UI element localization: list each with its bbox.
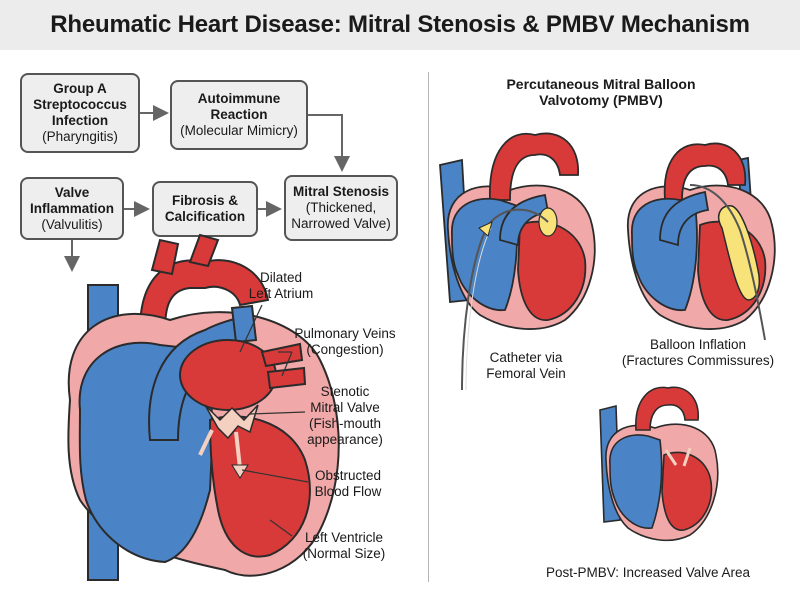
strep-line2: Streptococcus [33,97,127,112]
atrium-line1: Dilated [259,270,303,285]
pmbv3-open-valve [664,447,692,467]
pmbv1-catheter [461,208,549,391]
strep-line1: Group A [53,81,107,96]
obstructed-flow-arrow-2 [234,431,242,469]
pmbv-heart-post [599,386,719,542]
label-dilated-left-atrium: Dilated Left Atrium [236,270,326,302]
valve-line2: Mitral Valve [310,400,380,415]
pmbv1-left-ventricle [517,220,587,321]
balloon-line2: (Fractures Commissures) [621,353,775,368]
label-post-pmbv: Post-PMBV: Increased Valve Area [528,565,768,581]
label-stenotic-mitral-valve: Stenotic Mitral Valve (Fish-mouth appear… [296,384,394,448]
flow-box-autoimmune-reaction: Autoimmune Reaction (Molecular Mimicry) [170,80,308,150]
fibrosis-line2: Calcification [164,209,246,224]
pulmonary-vein-upper [260,342,304,368]
strep-sub: (Pharyngitis) [42,129,118,144]
pmbv1-pulm-artery [499,193,550,247]
page-title: Rheumatic Heart Disease: Mitral Stenosis… [50,11,750,38]
flow-box-fibrosis-calcification: Fibrosis & Calcification [152,181,258,237]
pmbv-title: Percutaneous Mitral Balloon Valvotomy (P… [490,76,712,108]
pmbv-heart-balloon [627,142,776,341]
label-pulmonary-veins: Pulmonary Veins (Congestion) [282,326,408,358]
stenotic-mitral-valve [204,404,259,440]
obstructed-flow-arrowhead [231,464,249,479]
post-pmbv-text: Post-PMBV: Increased Valve Area [545,565,751,580]
obstructed-flow-arrow-1 [198,429,214,456]
title-bar: Rheumatic Heart Disease: Mitral Stenosis… [0,0,800,50]
veins-line2: (Congestion) [306,342,384,357]
catheter-line1: Catheter via [489,350,563,365]
pmbv3-left-ventricle [661,451,713,531]
stenosis-line1: Mitral Stenosis [292,184,390,199]
aortic-branch-2 [188,233,220,268]
atrium-line2: Left Atrium [248,286,314,301]
pmbv1-right-chambers [451,197,518,311]
leader-veins-2 [281,351,293,377]
leader-flow [241,469,309,483]
autoimmune-line2: Reaction [210,107,268,122]
label-left-ventricle: Left Ventricle (Normal Size) [290,530,398,562]
veins-line1: Pulmonary Veins [294,326,396,341]
flow-box-strep-infection: Group A Streptococcus Infection (Pharyng… [20,73,140,153]
pmbv1-catheter-inner [465,227,492,391]
inflammation-sub: (Valvulitis) [41,216,103,232]
pmbv-title-line2: Valvotomy (PMBV) [539,92,663,108]
pmbv2-catheter [689,184,766,341]
arrow-autoimmune-to-stenosis [308,114,350,172]
leader-valve [249,411,306,415]
label-obstructed-blood-flow: Obstructed Blood Flow [302,468,394,500]
left-ventricle [208,415,311,558]
label-catheter-femoral-vein: Catheter via Femoral Vein [478,350,574,382]
pmbv2-pulm-artery [659,190,710,247]
valve-line3: (Fish-mouth [308,416,381,431]
balloon-line1: Balloon Inflation [649,337,747,352]
pmbv2-inflated-balloon [718,205,760,301]
flow-box-mitral-stenosis: Mitral Stenosis (Thickened, Narrowed Val… [284,175,398,241]
pmbv1-catheter-arrowhead [478,221,493,237]
ventricle-line1: Left Ventricle [304,530,384,545]
pulmonary-trunk-top [230,304,258,344]
inflammation-line2: Inflammation [29,200,114,216]
aortic-branch-1 [150,238,180,276]
flow-box-valve-inflammation: Valve Inflammation (Valvulitis) [20,177,124,240]
valve-line4: appearance) [307,432,383,447]
pulmonary-vein-lower [266,366,307,390]
pmbv-heart-catheter [439,132,596,391]
pmbv2-aorta [663,142,747,201]
autoimmune-line1: Autoimmune [197,91,281,106]
valve-line1: Stenotic [320,384,370,399]
inflammation-line1: Valve [54,184,90,200]
fibrosis-line1: Fibrosis & [171,193,238,208]
leader-atrium [239,304,263,353]
autoimmune-sub: (Molecular Mimicry) [180,123,298,138]
pmbv1-aorta [489,132,579,201]
strep-line3: Infection [51,113,109,128]
flow-line1: Obstructed [314,468,382,483]
label-balloon-inflation: Balloon Inflation (Fractures Commissures… [610,337,786,369]
leader-ventricle [269,519,293,537]
catheter-line2: Femoral Vein [486,366,566,381]
pmbv-title-line1: Percutaneous Mitral Balloon [506,76,696,92]
pmbv3-right-chambers [609,434,663,529]
stenosis-sub2: Narrowed Valve) [291,216,391,231]
pmbv3-aorta [635,386,699,431]
stenosis-sub1: (Thickened, [305,200,377,215]
ventricle-line2: (Normal Size) [302,546,386,561]
section-divider [428,72,429,582]
flow-line2: Blood Flow [314,484,382,499]
